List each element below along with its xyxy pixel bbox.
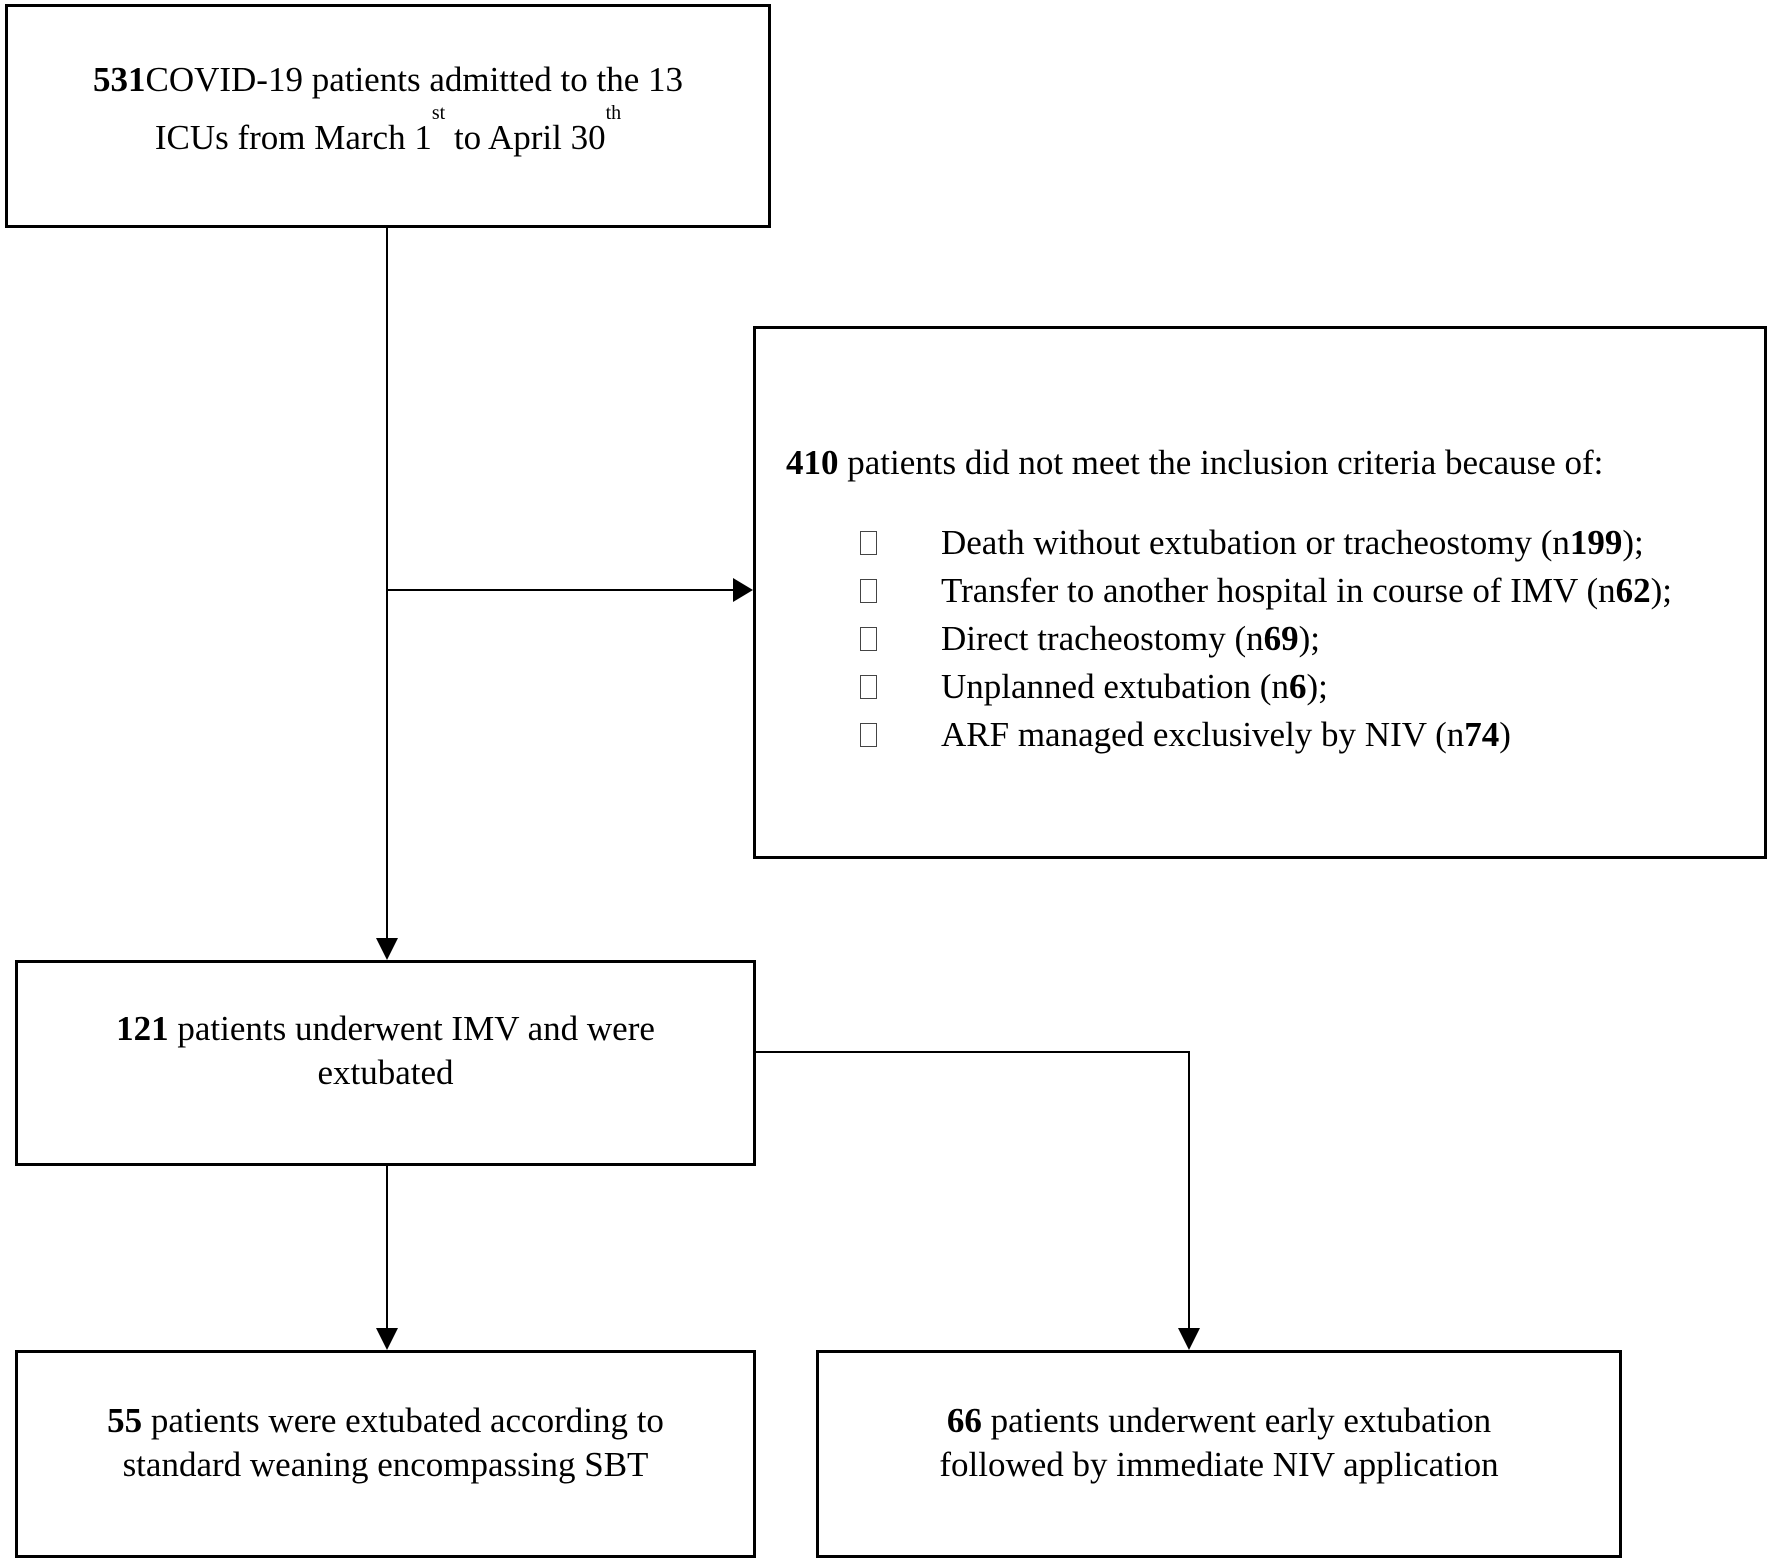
extubated-line1: patients underwent IMV and were — [168, 1009, 655, 1048]
arrowhead-middle — [376, 938, 398, 960]
exclusion-box: 410 patients did not meet the inclusion … — [753, 326, 1767, 859]
exclusion-item-text: Direct tracheostomy (n — [941, 619, 1264, 658]
exclusion-item: Direct tracheostomy (n 69); — [860, 615, 1672, 663]
exclusion-item-end: ); — [1306, 667, 1328, 706]
admitted-line2b: to April 30 — [445, 118, 606, 157]
exclusion-item-text: Death without extubation or tracheostomy… — [941, 523, 1570, 562]
checkbox-bullet-icon — [860, 675, 877, 699]
early-extubation-line2: followed by immediate NIV application — [939, 1445, 1499, 1484]
arrowhead-left — [376, 1328, 398, 1350]
checkbox-bullet-icon — [860, 723, 877, 747]
arrowhead-exclusion — [733, 578, 753, 602]
exclusion-item: Unplanned extubation (n 6); — [860, 663, 1672, 711]
exclusion-item-count: 62 — [1615, 571, 1651, 610]
standard-weaning-box: 55 patients were extubated according to … — [15, 1350, 756, 1558]
admitted-sup-th: th — [605, 102, 622, 124]
early-extubation-box: 66 patients underwent early extubation f… — [816, 1350, 1622, 1558]
extubated-line2: extubated — [317, 1053, 454, 1092]
exclusion-item: ARF managed exclusively by NIV (n 74) — [860, 711, 1672, 759]
exclusion-item-count: 74 — [1464, 715, 1500, 754]
exclusion-heading: 410 patients did not meet the inclusion … — [786, 441, 1603, 485]
exclusion-item-end: ); — [1650, 571, 1672, 610]
exclusion-item-end: ); — [1298, 619, 1321, 658]
exclusion-item-count: 6 — [1288, 667, 1307, 706]
exclusion-item: Transfer to another hospital in course o… — [860, 567, 1672, 615]
checkbox-bullet-icon — [860, 579, 877, 603]
exclusion-item-text: ARF managed exclusively by NIV (n — [941, 715, 1465, 754]
early-extubation-count: 66 — [946, 1401, 982, 1440]
exclusion-heading-text: patients did not meet the inclusion crit… — [838, 443, 1604, 482]
exclusion-list: Death without extubation or tracheostomy… — [860, 519, 1672, 759]
standard-weaning-text: 55 patients were extubated according to … — [18, 1399, 753, 1487]
early-extubation-text: 66 patients underwent early extubation f… — [819, 1399, 1619, 1487]
standard-weaning-line2: standard weaning encompassing SBT — [122, 1445, 649, 1484]
admitted-patients-text: 531COVID-19 patients admitted to the 13 … — [8, 51, 768, 167]
exclusion-count: 410 — [786, 443, 839, 482]
arrowhead-right — [1178, 1328, 1200, 1350]
admitted-line1: COVID-19 patients admitted to the 13 — [145, 60, 684, 99]
exclusion-item-count: 199 — [1569, 523, 1623, 562]
extubated-patients-text: 121 patients underwent IMV and were extu… — [18, 1007, 753, 1095]
exclusion-item: Death without extubation or tracheostomy… — [860, 519, 1672, 567]
admitted-sup-st: st — [431, 102, 446, 124]
admitted-patients-box: 531COVID-19 patients admitted to the 13 … — [5, 4, 771, 228]
arrow-middle-to-right — [756, 1051, 1190, 1330]
admitted-line2a: ICUs from March 1 — [154, 118, 432, 157]
exclusion-item-end: ) — [1499, 715, 1511, 754]
standard-weaning-count: 55 — [107, 1401, 143, 1440]
exclusion-item-text: Transfer to another hospital in course o… — [941, 571, 1616, 610]
early-extubation-line1: patients underwent early extubation — [981, 1401, 1492, 1440]
extubated-count: 121 — [116, 1009, 169, 1048]
admitted-count: 531 — [92, 60, 146, 99]
checkbox-bullet-icon — [860, 627, 877, 651]
extubated-patients-box: 121 patients underwent IMV and were extu… — [15, 960, 756, 1166]
exclusion-item-count: 69 — [1263, 619, 1299, 658]
standard-weaning-line1: patients were extubated according to — [142, 1401, 664, 1440]
checkbox-bullet-icon — [860, 531, 877, 555]
exclusion-item-text: Unplanned extubation (n — [941, 667, 1289, 706]
exclusion-item-end: ); — [1622, 523, 1644, 562]
